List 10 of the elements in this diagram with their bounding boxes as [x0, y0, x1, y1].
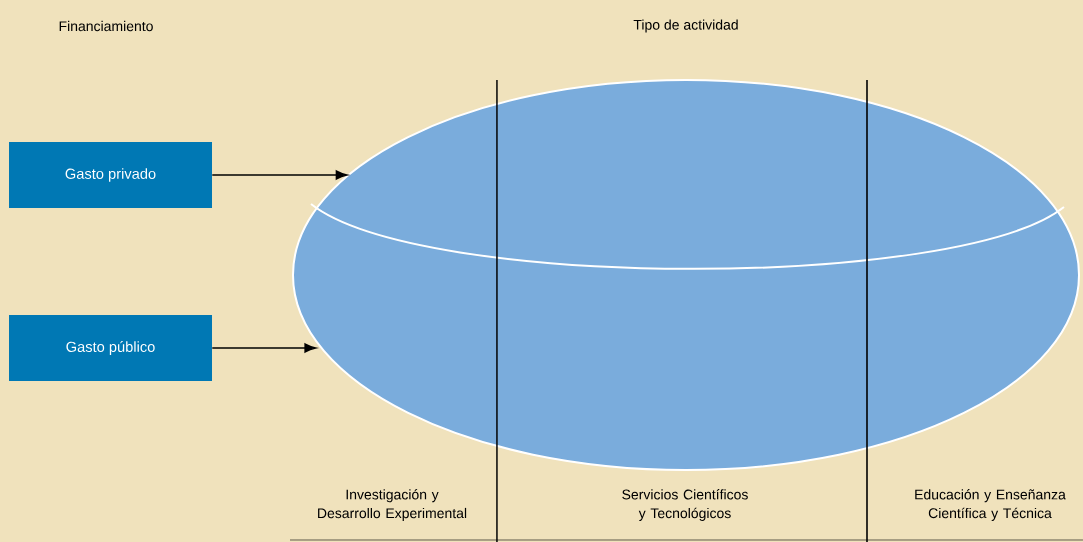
- column-heading: Financiamiento: [59, 20, 153, 32]
- activity-label: Investigación y Desarrollo Experimental: [318, 489, 467, 521]
- funding-box: Gasto público: [9, 315, 212, 381]
- activity-ellipse-drawing: [292, 79, 1080, 471]
- activity-label: Servicios Científicos y Tecnológicos: [622, 489, 748, 521]
- funding-box: Gasto privado: [9, 142, 212, 208]
- arrow: [211, 343, 317, 353]
- arrow: [211, 170, 348, 180]
- column-heading: Tipo de actividad: [633, 19, 738, 33]
- activity-label: Educación y Enseñanza Científica y Técnica: [915, 489, 1066, 521]
